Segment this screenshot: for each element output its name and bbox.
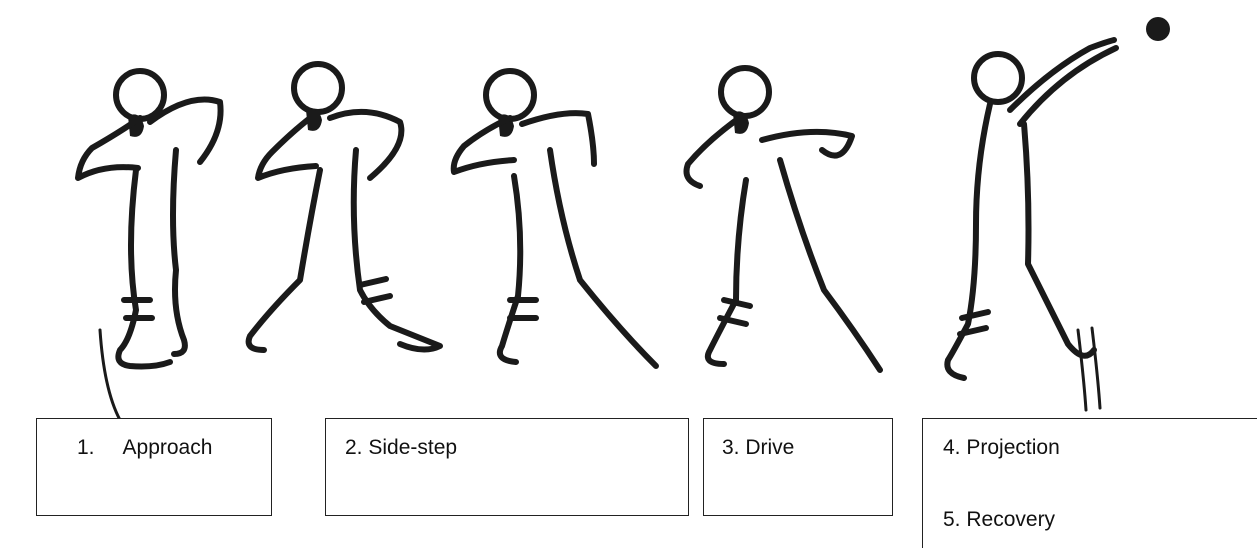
phase-4-label: 4. Projection: [943, 436, 1060, 460]
phase-2-number: 2.: [345, 436, 363, 459]
phase-box-1: [36, 418, 272, 516]
phase-2-label: 2. Side-step: [345, 436, 457, 460]
phase-3-text: Drive: [745, 436, 794, 459]
phase-box-4-edge: [922, 418, 923, 548]
phase-4-number: 4.: [943, 436, 961, 459]
phase-1-label: 1. Approach: [77, 436, 212, 460]
phase-3-label: 3. Drive: [722, 436, 794, 460]
shot-put-ball-icon: [1146, 17, 1170, 41]
phase-2-text: Side-step: [368, 436, 457, 459]
figure-projection: [947, 17, 1170, 410]
phase-1-text: Approach: [123, 436, 213, 459]
phase-5-label: 5. Recovery: [943, 508, 1055, 532]
phase-box-4-divider: [922, 418, 1257, 419]
phase-5-text: Recovery: [966, 508, 1055, 531]
phase-3-number: 3.: [722, 436, 740, 459]
figure-side-step: [249, 64, 440, 350]
phase-box-3: [703, 418, 893, 516]
phase-1-number: 1.: [77, 436, 95, 459]
phase-4-text: Projection: [966, 436, 1059, 459]
phase-5-number: 5.: [943, 508, 961, 531]
figure-approach: [78, 71, 221, 420]
figure-drive: [687, 68, 881, 370]
figure-transition: [454, 71, 656, 366]
phase-box-2: [325, 418, 689, 516]
